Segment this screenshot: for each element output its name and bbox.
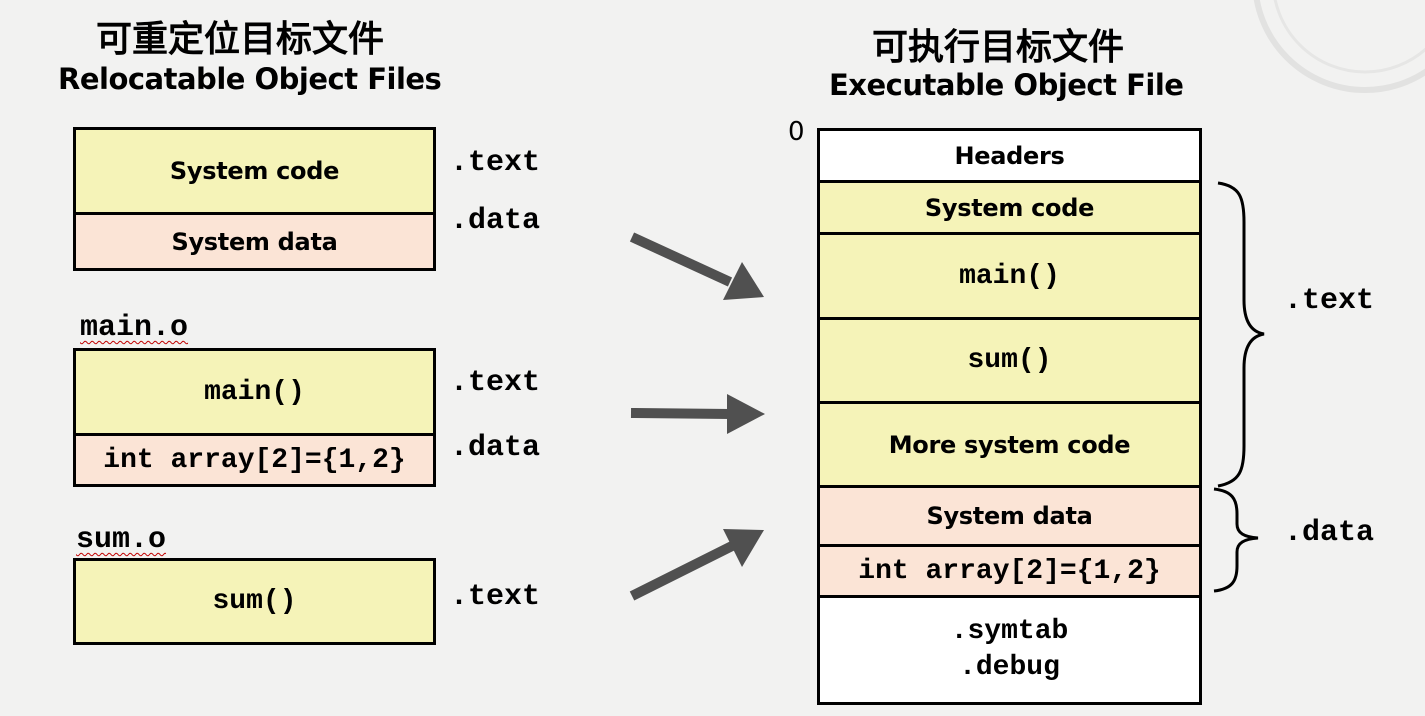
offset-zero-label: 0	[788, 117, 805, 147]
arrow-right-icon	[630, 394, 765, 434]
exe-symtab-debug-cell: .symtab .debug	[820, 598, 1199, 702]
left-title-en: Relocatable Object Files	[58, 62, 442, 96]
exe-more-code-cell: More system code	[820, 404, 1199, 488]
section-label-text: .text	[450, 146, 541, 180]
exe-main-cell: main()	[820, 235, 1199, 320]
brace-label-text: .text	[1284, 284, 1375, 318]
main-array-cell: int array[2]={1,2}	[76, 436, 433, 484]
exe-sum-label: sum()	[967, 345, 1052, 376]
exe-system-data-cell: System data	[820, 488, 1199, 547]
sum-func-cell: sum()	[76, 561, 433, 642]
exe-system-data-label: System data	[926, 502, 1093, 530]
section-label-text: .text	[450, 366, 541, 400]
sum-o-label: sum.o	[76, 523, 167, 557]
sum-o-box: sum()	[73, 558, 436, 645]
system-data-label: System data	[171, 227, 338, 256]
section-label-data: .data	[450, 431, 541, 465]
exe-array-label: int array[2]={1,2}	[858, 555, 1161, 587]
left-title-zh: 可重定位目标文件	[96, 19, 385, 60]
debug-label: .debug	[959, 652, 1060, 683]
right-title-zh: 可执行目标文件	[872, 27, 1125, 68]
arrow-right-icon	[629, 232, 764, 300]
system-object-box: System code System data	[73, 127, 436, 271]
exe-array-cell: int array[2]={1,2}	[820, 547, 1199, 598]
main-o-label: main.o	[80, 311, 189, 345]
section-label-text: .text	[450, 580, 541, 614]
curly-brace-icon	[1217, 181, 1265, 488]
brace-label-data: .data	[1284, 516, 1375, 550]
exe-system-code-cell: System code	[820, 183, 1199, 235]
executable-box: Headers System code main() sum() More sy…	[817, 128, 1202, 705]
main-array-label: int array[2]={1,2}	[103, 444, 406, 476]
headers-label: Headers	[954, 141, 1065, 170]
system-data-cell: System data	[76, 215, 433, 268]
sum-func-label: sum()	[212, 586, 297, 617]
main-func-label: main()	[204, 376, 305, 408]
system-code-cell: System code	[76, 130, 433, 215]
exe-main-label: main()	[959, 260, 1060, 292]
symtab-label: .symtab	[950, 616, 1069, 647]
main-o-box: main() int array[2]={1,2}	[73, 348, 436, 487]
exe-sum-cell: sum()	[820, 320, 1199, 404]
exe-more-code-label: More system code	[888, 430, 1131, 459]
headers-cell: Headers	[820, 131, 1199, 183]
section-label-data: .data	[450, 204, 541, 238]
main-func-cell: main()	[76, 351, 433, 436]
curly-brace-icon	[1213, 487, 1259, 593]
system-code-label: System code	[169, 157, 340, 185]
right-title-en: Executable Object File	[829, 68, 1184, 102]
arrow-right-icon	[629, 529, 764, 601]
exe-system-code-label: System code	[924, 193, 1095, 222]
